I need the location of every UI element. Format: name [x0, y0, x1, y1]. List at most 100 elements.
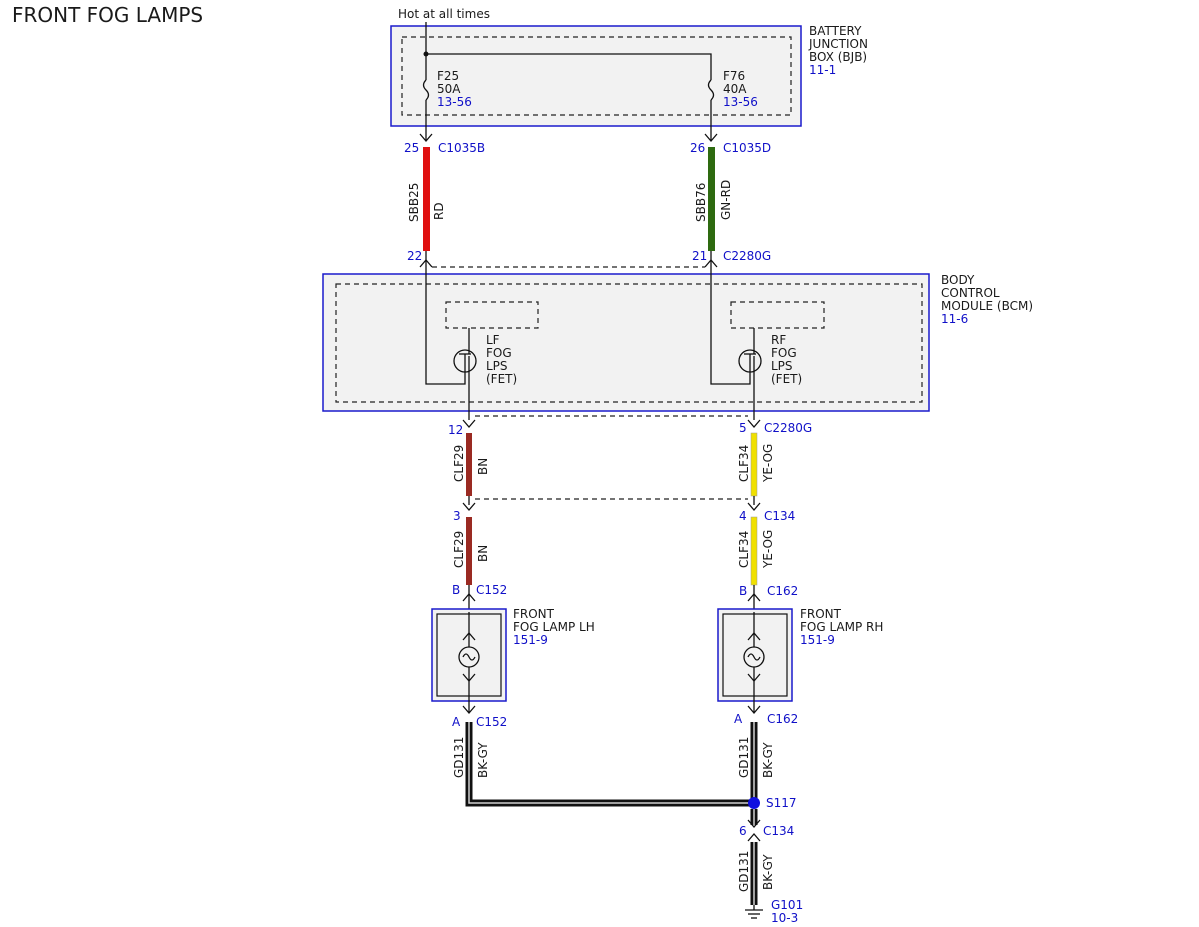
c162-b-name[interactable]: C162: [767, 584, 798, 598]
bjb-name-line-1: BATTERY: [809, 24, 862, 38]
c1035b-pin: 25: [404, 141, 419, 155]
bcm-lf-output-line-4: (FET): [486, 372, 517, 386]
bcm-inner-boundary: [335, 283, 923, 403]
bcm-rf-output-line-2: FOG: [771, 346, 797, 360]
bcm-lf-output-line-2: FOG: [486, 346, 512, 360]
connector-c152-b-icon: [462, 593, 476, 602]
c2280g-bottom-name[interactable]: C2280G: [764, 421, 812, 435]
splice-s117-name[interactable]: S117: [766, 796, 797, 810]
bcm-rf-logic-block: [730, 301, 825, 329]
wire-clf34-lower-color: YE-OG: [761, 530, 775, 569]
wire-gd131-rh-color: BK-GY: [761, 742, 775, 778]
fuse-f25-name: F25: [437, 69, 459, 83]
c152-a-name[interactable]: C152: [476, 715, 507, 729]
c134-pin6: 6: [739, 824, 747, 838]
wire-gd131-ground-color: BK-GY: [761, 854, 775, 890]
wire-clf29-lower-circuit: CLF29: [452, 531, 466, 568]
c2280g-pin21: 21: [692, 249, 707, 263]
fuse-f25-icon: [422, 79, 430, 101]
connector-c152-a-icon: [462, 705, 476, 714]
front-fog-lamp-lh: [431, 608, 507, 712]
c162-a-name[interactable]: C162: [767, 712, 798, 726]
bcm-lf-output-line-3: LPS: [486, 359, 508, 373]
bcm-rf-output-line-4: (FET): [771, 372, 802, 386]
fuse-f76-icon: [707, 79, 715, 101]
bjb-inner-boundary: [401, 36, 792, 116]
bcm-ref[interactable]: 11-6: [941, 312, 968, 326]
c2280g-pin5: 5: [739, 421, 747, 435]
wire-clf34-lower: [750, 516, 758, 586]
wire-clf29-lower: [466, 517, 472, 585]
fuse-f25-ref[interactable]: 13-56: [437, 95, 472, 109]
c134-ground-name[interactable]: C134: [763, 824, 794, 838]
c162-a-pin: A: [734, 712, 743, 726]
bcm-box: [322, 273, 930, 412]
lamp-rh-name-line-2: FOG LAMP RH: [800, 620, 883, 634]
bcm-lf-logic-block: [445, 301, 539, 329]
connector-c162-b-icon: [747, 593, 761, 602]
wire-sbb76: [708, 147, 715, 251]
connector-c2280g-pin5-icon: [747, 419, 761, 428]
connector-c134-pin6-lower-icon: [747, 819, 761, 828]
connector-c134-pin4-icon: [747, 502, 761, 511]
wire-clf34-upper-color: YE-OG: [761, 444, 775, 483]
lamp-rh-ref[interactable]: 151-9: [800, 633, 835, 647]
bcm-lf-output-line-1: LF: [486, 333, 500, 347]
bjb-ref[interactable]: 11-1: [809, 63, 836, 77]
wire-gd131-lh-circuit: GD131: [452, 737, 466, 778]
connector-c2280g-pin12-icon: [462, 419, 476, 428]
wire-gd131-ground-circuit: GD131: [737, 851, 751, 892]
rf-fet-icon: [738, 349, 762, 373]
c134-pin3: 3: [453, 509, 461, 523]
lamp-rh-name-line-1: FRONT: [800, 607, 842, 621]
fuse-f25-rating: 50A: [437, 82, 461, 96]
wire-clf29-upper-color: BN: [476, 458, 490, 475]
c152-b-pin: B: [452, 583, 460, 597]
wire-clf29-lower-color: BN: [476, 545, 490, 562]
c2280g-pin22: 22: [407, 249, 422, 263]
connector-c2280g-pin21-icon: [704, 259, 718, 268]
c1035b-name[interactable]: C1035B: [438, 141, 485, 155]
c134-pin4: 4: [739, 509, 747, 523]
wire-sbb25: [423, 147, 430, 251]
bcm-rf-output-line-1: RF: [771, 333, 786, 347]
c162-b-pin: B: [739, 584, 747, 598]
connector-c2280g-pin22-icon: [419, 259, 433, 268]
ground-g101-name[interactable]: G101: [771, 898, 803, 912]
c1035d-name[interactable]: C1035D: [723, 141, 771, 155]
hot-at-all-times-label: Hot at all times: [398, 7, 490, 21]
connector-c134-pin3-icon: [462, 502, 476, 511]
wire-gd131-rh-circuit: GD131: [737, 737, 751, 778]
wire-sbb25-color: RD: [432, 202, 446, 220]
c1035d-pin: 26: [690, 141, 705, 155]
c152-b-name[interactable]: C152: [476, 583, 507, 597]
wire-sbb76-circuit: SBB76: [694, 183, 708, 222]
wire-clf29-upper: [466, 433, 472, 496]
bcm-name-line-2: CONTROL: [941, 286, 1000, 300]
connector-c134-pin6-upper-icon: [747, 833, 761, 842]
fuse-f76-name: F76: [723, 69, 745, 83]
connector-c1035b-icon: [419, 133, 433, 142]
lamp-lh-bulb-icon: [458, 646, 480, 668]
wire-clf34-upper-circuit: CLF34: [737, 445, 751, 482]
ground-g101-ref[interactable]: 10-3: [771, 911, 798, 925]
bjb-name-line-2: JUNCTION: [808, 37, 868, 51]
bcm-name-line-3: MODULE (BCM): [941, 299, 1033, 313]
lamp-rh-bulb-icon: [743, 646, 765, 668]
wire-clf34-upper: [750, 432, 758, 497]
lamp-lh-name-line-1: FRONT: [513, 607, 555, 621]
diagram-title: FRONT FOG LAMPS: [12, 3, 203, 27]
c134-name[interactable]: C134: [764, 509, 795, 523]
bjb-box: [390, 25, 802, 127]
ground-icon: [745, 905, 763, 919]
bjb-name-line-3: BOX (BJB): [809, 50, 867, 64]
bcm-rf-output-line-3: LPS: [771, 359, 793, 373]
c2280g-top-name[interactable]: C2280G: [723, 249, 771, 263]
splice-s117-icon[interactable]: [748, 797, 760, 809]
wire-gd131-lh-color: BK-GY: [476, 742, 490, 778]
lamp-lh-ref[interactable]: 151-9: [513, 633, 548, 647]
fuse-f76-ref[interactable]: 13-56: [723, 95, 758, 109]
lamp-lh-name-line-2: FOG LAMP LH: [513, 620, 595, 634]
c2280g-pin12: 12: [448, 423, 463, 437]
